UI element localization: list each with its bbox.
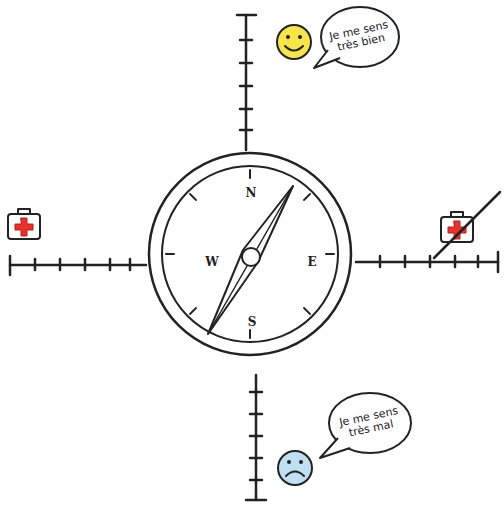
compass [149,153,351,355]
compass-letter: N [246,186,257,200]
compass-letter: W [205,255,218,269]
crossed-first-aid-kit [434,192,500,258]
bottom-axis [246,375,266,500]
sad-face [278,451,312,485]
speech-bubble: Je me sens très mal [328,392,412,454]
speech-bubble: Je me sens très bien [320,6,400,68]
right-axis [356,252,498,272]
compass-letter: S [248,315,257,329]
left-axis [10,256,146,275]
first-aid-kit [8,209,40,239]
compass-letter: E [307,255,316,269]
happy-face [277,25,311,59]
top-axis [237,15,256,150]
